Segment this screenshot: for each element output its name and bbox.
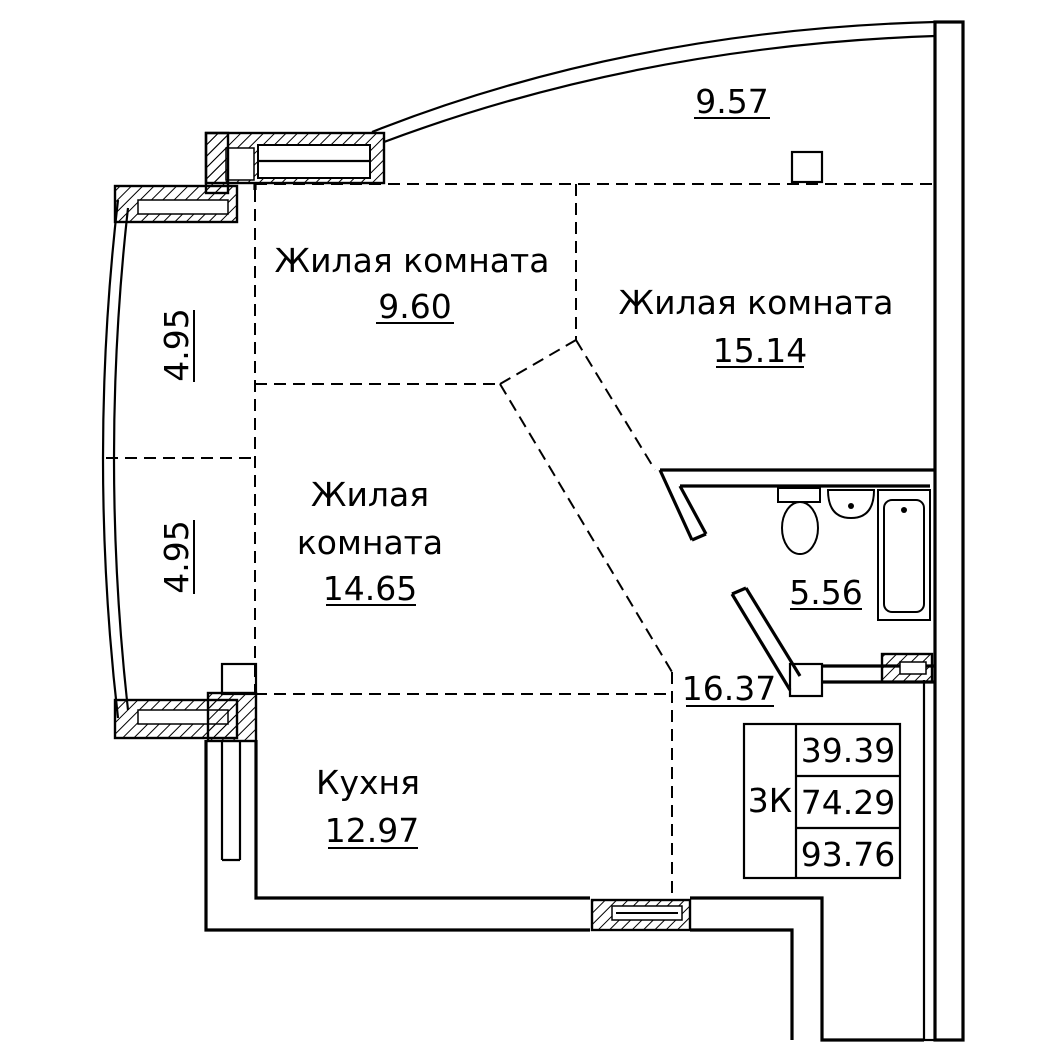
living-room-3-name-line1: Жилая (311, 475, 429, 514)
total-area-value: 74.29 (801, 783, 895, 822)
total-with-balconies-value: 93.76 (801, 835, 895, 874)
living-room-1-area: 9.60 (378, 287, 451, 326)
living-room-3-area: 14.65 (323, 569, 417, 608)
top-balcony (255, 20, 936, 185)
top-left-wall (113, 131, 386, 224)
balcony-top-area: 9.57 (695, 82, 768, 121)
bottom-window (590, 898, 692, 932)
bathroom-area: 5.56 (789, 573, 862, 612)
right-exterior-wall (922, 20, 965, 1042)
sink-icon (826, 489, 876, 520)
interior-walls (204, 184, 924, 1042)
room-separators (255, 184, 673, 898)
living-room-3-name-line2: комната (297, 523, 443, 562)
living-room-1-name: Жилая комната (275, 241, 550, 280)
loggia-upper-area: 4.95 (157, 308, 196, 381)
loggia-lower-area: 4.95 (157, 520, 196, 593)
room-labels: 9.57 Жилая комната 9.60 Жилая комната 15… (157, 82, 893, 850)
bathroom (658, 468, 935, 698)
kitchen-area: 12.97 (325, 811, 419, 850)
bathtub-icon (877, 489, 931, 621)
area-summary-table: 3К 39.39 74.29 93.76 (742, 722, 902, 880)
hallway-area: 16.37 (682, 669, 776, 708)
left-loggia (101, 199, 255, 719)
living-room-2-name: Жилая комната (619, 283, 894, 322)
apartment-type: 3К (748, 781, 792, 820)
living-room-2-area: 15.14 (713, 331, 807, 370)
kitchen-name: Кухня (316, 763, 420, 802)
toilet-icon (777, 487, 821, 555)
bottom-left-wall (113, 662, 258, 743)
ventilation-shaft (790, 150, 824, 184)
living-area-value: 39.39 (801, 731, 895, 770)
